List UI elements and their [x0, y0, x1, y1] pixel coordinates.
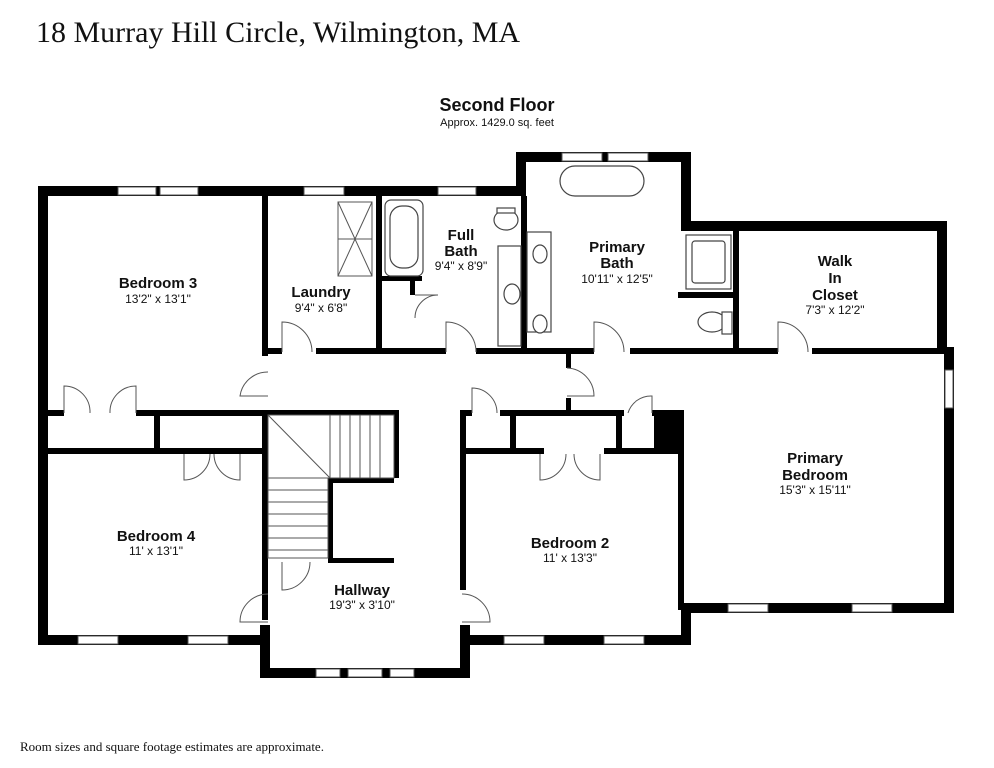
fixtures — [337, 165, 733, 347]
room-dimensions: 7'3" x 12'2" — [805, 303, 864, 317]
doors — [63, 294, 809, 623]
floor-area: Approx. 1429.0 sq. feet — [440, 117, 554, 129]
interior-walls — [48, 196, 947, 620]
staircase — [267, 414, 395, 559]
property-address: 18 Murray Hill Circle, Wilmington, MA — [36, 16, 521, 49]
windows — [77, 152, 954, 678]
room-primary-bath: Primary Bath 10'11" x 12'5" — [581, 239, 653, 286]
room-name-line-2: Bath — [600, 255, 633, 272]
room-name: Laundry — [291, 284, 351, 301]
room-dimensions: 11' x 13'1" — [129, 544, 183, 558]
room-name-line-2: In — [828, 270, 841, 287]
disclaimer-note: Room sizes and square footage estimates … — [20, 739, 324, 754]
room-name-line-1: Walk — [818, 253, 853, 270]
room-dimensions: 10'11" x 12'5" — [581, 272, 653, 286]
room-name-line-2: Bedroom — [782, 467, 848, 484]
room-laundry: Laundry 9'4" x 6'8" — [291, 284, 351, 315]
room-name: Bedroom 2 — [531, 535, 609, 552]
room-name-line-1: Primary — [589, 239, 646, 256]
room-name-line-1: Full — [448, 227, 475, 244]
floor-title: Second Floor — [439, 95, 555, 115]
room-primary-bedroom: Primary Bedroom 15'3" x 15'11" — [779, 450, 851, 497]
room-name: Bedroom 3 — [119, 275, 197, 292]
room-name: Bedroom 4 — [117, 528, 196, 545]
room-bedroom-4: Bedroom 4 11' x 13'1" — [117, 528, 196, 558]
room-bedroom-2: Bedroom 2 11' x 13'3" — [531, 535, 609, 565]
room-bedroom-3: Bedroom 3 13'2" x 13'1" — [119, 275, 197, 306]
room-dimensions: 11' x 13'3" — [543, 551, 597, 565]
room-name-line-2: Bath — [444, 243, 477, 260]
room-dimensions: 13'2" x 13'1" — [125, 292, 191, 306]
room-dimensions: 19'3" x 3'10" — [329, 598, 395, 612]
room-dimensions: 15'3" x 15'11" — [779, 483, 851, 497]
room-full-bath: Full Bath 9'4" x 8'9" — [435, 227, 487, 273]
room-name: Hallway — [334, 582, 391, 599]
room-walk-in-closet: Walk In Closet 7'3" x 12'2" — [805, 253, 864, 317]
room-hallway: Hallway 19'3" x 3'10" — [329, 582, 395, 612]
room-name-line-3: Closet — [812, 287, 858, 304]
room-dimensions: 9'4" x 6'8" — [295, 301, 347, 315]
room-name-line-1: Primary — [787, 450, 844, 467]
room-dimensions: 9'4" x 8'9" — [435, 259, 487, 273]
